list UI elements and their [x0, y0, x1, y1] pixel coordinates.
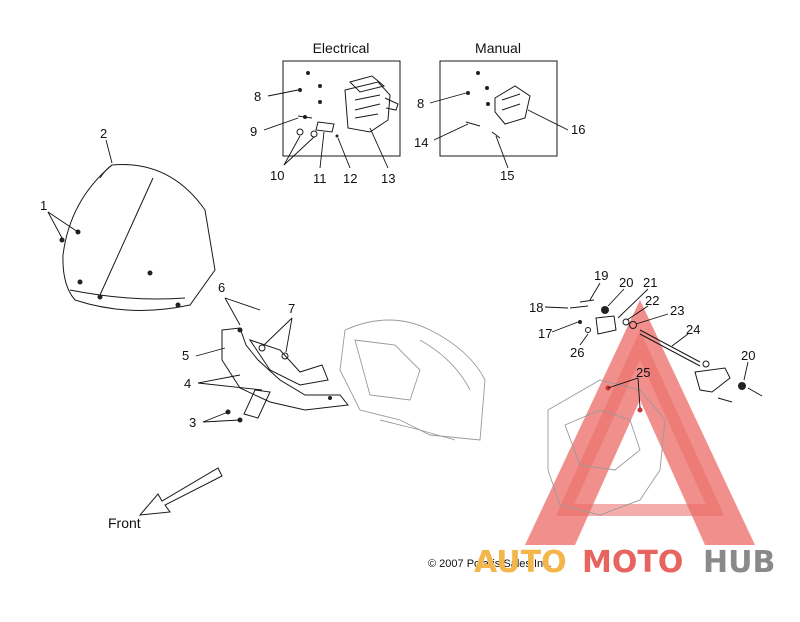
- callout-6: 6: [218, 280, 225, 295]
- callout-1: 1: [40, 198, 47, 213]
- callout-2: 2: [100, 126, 107, 141]
- callout-25: 25: [636, 365, 650, 380]
- callout-22: 22: [645, 293, 659, 308]
- manual-inset: Manual: [439, 40, 558, 157]
- watermark-hub: HUB: [703, 545, 775, 580]
- watermark-logo: [525, 300, 755, 545]
- copyright-text: © 2007 Polaris Sales Inc.: [428, 558, 552, 570]
- callout-23: 23: [670, 303, 684, 318]
- callout-4: 4: [184, 376, 191, 391]
- callout-8-manual: 8: [417, 96, 424, 111]
- callout-21: 21: [643, 275, 657, 290]
- callout-15: 15: [500, 168, 514, 183]
- electrical-heading: Electrical: [313, 40, 370, 56]
- callout-14: 14: [414, 135, 428, 150]
- watermark-moto: MOTO: [582, 545, 683, 580]
- windshield-bracket: [221, 327, 349, 423]
- callout-5: 5: [182, 348, 189, 363]
- callout-numbers: 1 2 3 4 5 6 7 8 9 10 11 12 13 8 14 15 16…: [40, 89, 755, 430]
- leader-lines: [47, 89, 749, 423]
- manual-heading: Manual: [475, 40, 521, 56]
- electrical-inset: Electrical: [282, 40, 401, 157]
- watermark-wordmark: AUTO MOTO HUB: [474, 545, 775, 580]
- callout-3: 3: [189, 415, 196, 430]
- front-label: Front: [108, 515, 141, 531]
- callout-10: 10: [270, 168, 284, 183]
- callout-8-electrical: 8: [254, 89, 261, 104]
- callout-7: 7: [288, 301, 295, 316]
- callout-17: 17: [538, 326, 552, 341]
- callout-18: 18: [529, 300, 543, 315]
- callout-20-lower: 20: [741, 348, 755, 363]
- callout-12: 12: [343, 171, 357, 186]
- tilt-mechanism: [547, 299, 763, 516]
- callout-16: 16: [571, 122, 585, 137]
- windshield: [59, 164, 216, 311]
- callout-9: 9: [250, 124, 257, 139]
- callout-19: 19: [594, 268, 608, 283]
- cowling-ghost: [339, 319, 486, 441]
- callout-11: 11: [313, 171, 327, 186]
- front-arrow: Front: [108, 467, 223, 531]
- callout-13: 13: [381, 171, 395, 186]
- callout-20-upper: 20: [619, 275, 633, 290]
- callout-24: 24: [686, 322, 700, 337]
- callout-26: 26: [570, 345, 584, 360]
- watermark-auto: AUTO: [474, 545, 567, 580]
